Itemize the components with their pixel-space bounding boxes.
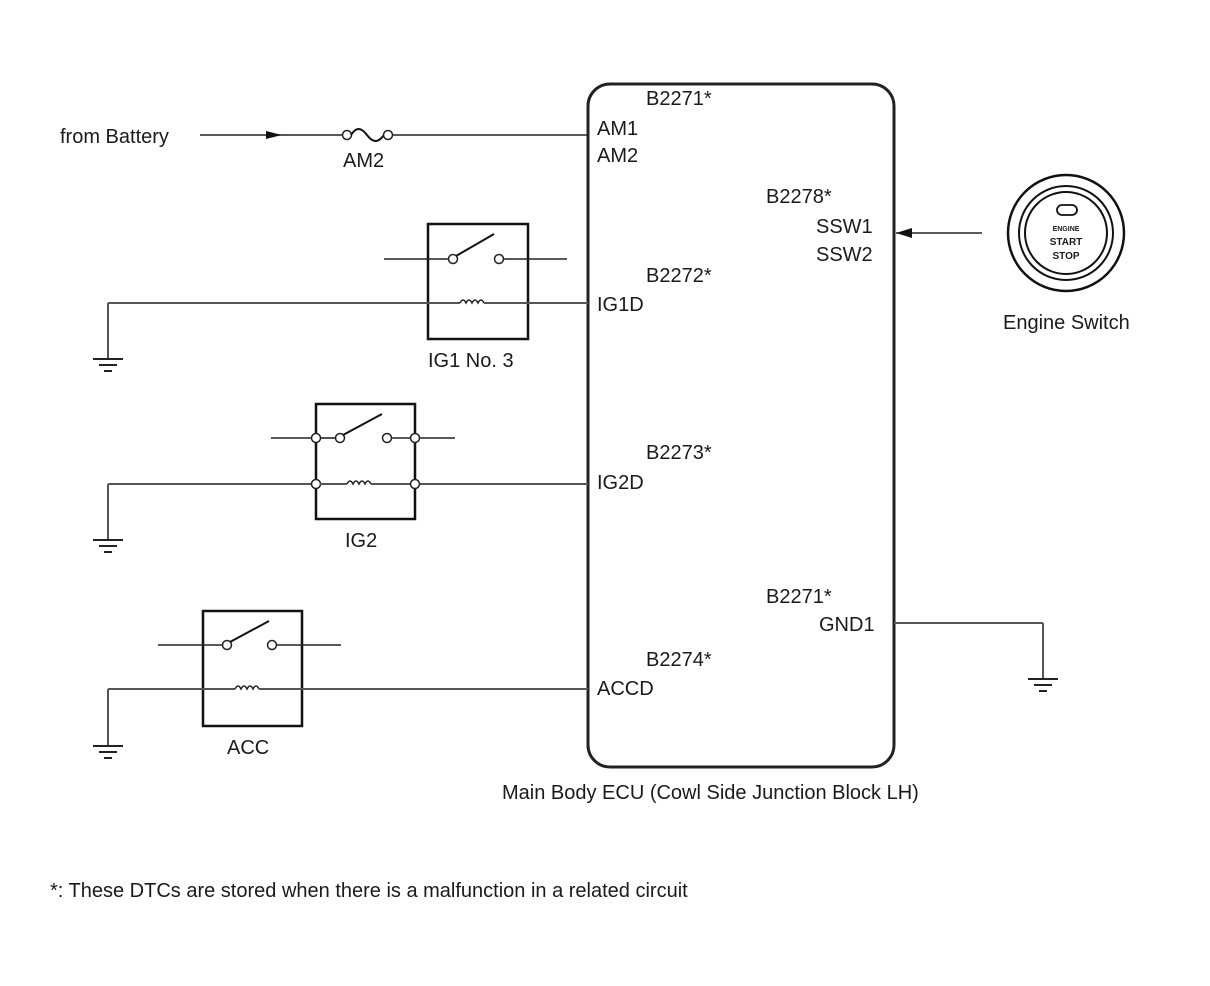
connector-code-b2271-gnd: B2271* <box>766 586 832 608</box>
stop-text: STOP <box>1052 251 1079 262</box>
acc-relay-label: ACC <box>227 737 269 759</box>
coil-icon <box>346 480 372 486</box>
ground-icon <box>93 358 123 372</box>
pin-gnd1: GND1 <box>819 614 875 636</box>
footnote: *: These DTCs are stored when there is a… <box>50 880 688 902</box>
ground-icon <box>1028 678 1058 692</box>
fuse-label: AM2 <box>343 150 384 172</box>
pin-accd: ACCD <box>597 678 654 700</box>
engine-switch-icon: ENGINE START STOP <box>1006 173 1126 293</box>
connector-code-b2273: B2273* <box>646 442 712 464</box>
main-body-ecu-box <box>586 82 896 769</box>
connector-code-b2271: B2271* <box>646 88 712 110</box>
engine-switch-label: Engine Switch <box>1003 312 1130 334</box>
pin-ssw2: SSW2 <box>816 244 873 266</box>
ground-icon <box>93 539 123 553</box>
gnd1-wire <box>894 622 1044 678</box>
battery-label: from Battery <box>60 126 169 148</box>
pin-ig2d: IG2D <box>597 472 644 494</box>
pin-ig1d: IG1D <box>597 294 644 316</box>
ig1-relay <box>107 222 588 358</box>
connector-code-b2274: B2274* <box>646 649 712 671</box>
ig2-relay-label: IG2 <box>345 530 377 552</box>
coil-icon <box>234 685 260 691</box>
coil-icon <box>459 299 485 305</box>
connector-code-b2272: B2272* <box>646 265 712 287</box>
pin-am1: AM1 <box>597 118 638 140</box>
pin-am2: AM2 <box>597 145 638 167</box>
acc-relay <box>107 609 588 745</box>
ground-icon <box>93 745 123 759</box>
fuse-icon <box>341 128 394 142</box>
pin-ssw1: SSW1 <box>816 216 873 238</box>
battery-wire <box>200 131 588 139</box>
ig1-relay-label: IG1 No. 3 <box>428 350 514 372</box>
start-text: START <box>1050 237 1083 248</box>
engine-text: ENGINE <box>1053 226 1080 233</box>
ig2-relay <box>107 402 588 539</box>
engine-switch-wire <box>896 228 982 238</box>
ecu-caption: Main Body ECU (Cowl Side Junction Block … <box>502 782 919 804</box>
connector-code-b2278: B2278* <box>766 186 832 208</box>
